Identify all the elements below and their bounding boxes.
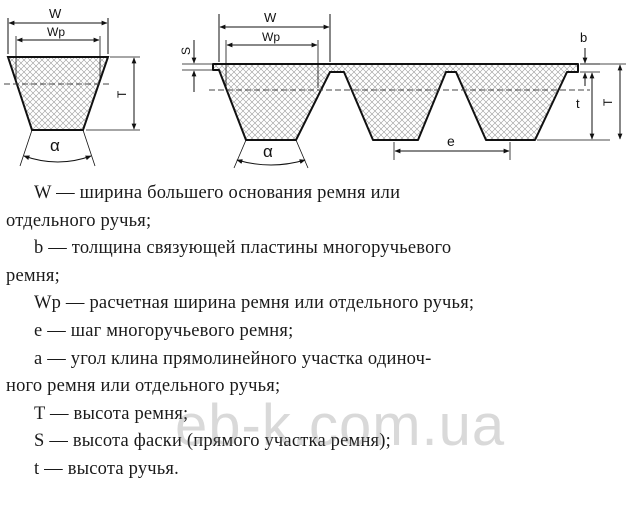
multirib-belt-section: W Wp S b t T α e [179,10,626,169]
multirib-belt-profile [212,63,579,141]
legend-line-w: W — ширина большего основания ремня или [34,183,401,203]
multirib-alpha-arc [236,159,306,166]
legend-line-t-small: t — высота ручья. [34,458,179,479]
label-multirib-w: W [264,10,277,25]
legend-line-a: a — угол клина прямолинейного участка од… [34,348,432,369]
label-w: W [49,6,62,21]
legend-line-s: S — высота фаски (прямого участка ремня)… [34,431,391,452]
belt-cross-section-figure: W Wp T α W Wp S [4,6,626,169]
legend-line-b-cont: ремня; [6,265,60,286]
label-alpha: α [50,136,60,155]
legend-text: W — ширина большего основания ремня или … [6,180,636,484]
legend-line-w-cont: отдельного ручья; [6,210,152,231]
alpha-arc [23,155,92,163]
label-multirib-wp: Wp [262,30,280,44]
legend-line-e: e — шаг многоручьевого ремня; [34,320,294,341]
single-belt-profile [6,56,110,131]
label-t-cap: T [115,90,129,98]
single-vbelt-section: W Wp T α [4,6,140,167]
legend-line-wp: Wp — расчетная ширина ремня или отдельно… [34,293,475,314]
legend-line-a-cont: ного ремня или отдельного ручья; [6,376,281,397]
label-b: b [580,30,587,45]
label-multirib-alpha: α [263,142,273,161]
legend-line-b: b — толщина связующей пластины многоручь… [34,238,452,259]
legend-line-t-cap: T — высота ремня; [34,403,189,424]
label-multirib-t-cap: T [601,98,615,106]
label-t-small: t [576,96,580,111]
label-s: S [179,47,193,55]
label-wp: Wp [47,25,65,39]
label-e: e [447,133,455,149]
